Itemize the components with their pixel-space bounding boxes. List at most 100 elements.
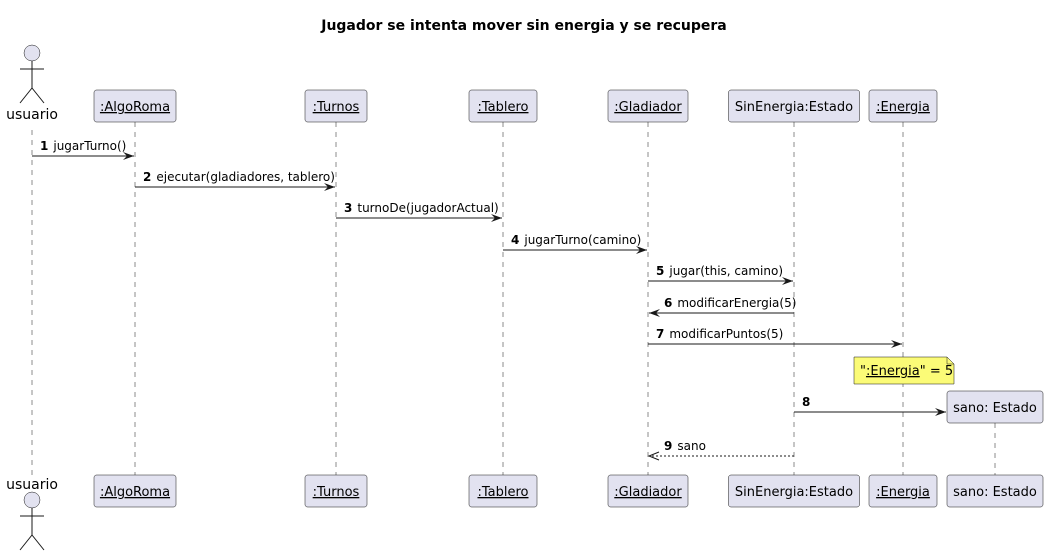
arrowhead — [123, 152, 134, 160]
arrowhead — [491, 214, 502, 222]
participant-algoroma: :AlgoRoma — [93, 474, 177, 508]
arrowhead — [782, 277, 793, 285]
participant-label: :Energia — [876, 100, 930, 115]
participant-label: :AlgoRoma — [100, 485, 170, 500]
message-number: 4 — [511, 233, 519, 247]
message-label: jugarTurno(camino) — [523, 233, 641, 247]
participant-box — [868, 89, 938, 123]
message-5: 5 jugar(this, camino) — [648, 264, 793, 285]
participant-label: sano: Estado — [953, 485, 1037, 500]
participant-box — [607, 474, 689, 508]
arrowhead — [324, 183, 335, 191]
participant-box — [304, 474, 368, 508]
participant-sano: sano: Estado — [946, 474, 1044, 508]
actor-body-line — [31, 534, 45, 551]
participant-label: sano: Estado — [953, 401, 1037, 416]
message-text: 3 turnoDe(jugadorActual) — [344, 201, 499, 215]
actor-body-line — [31, 87, 45, 104]
note: ":Energia" = 5 — [853, 356, 955, 385]
message-7: 7 modificarPuntos(5) — [648, 327, 902, 348]
message-label: turnoDe(jugadorActual) — [357, 201, 498, 215]
arrowhead — [636, 246, 647, 254]
arrowhead — [891, 340, 902, 348]
message-text: 9 sano — [664, 439, 706, 453]
arrowhead — [649, 309, 660, 317]
participant-box — [93, 89, 177, 123]
message-number: 3 — [344, 201, 352, 215]
participant-label: SinEnergia:Estado — [735, 485, 853, 500]
message-number: 6 — [664, 296, 672, 310]
message-text: 5 jugar(this, camino) — [656, 264, 783, 278]
message-text: 2 ejecutar(gladiadores, tablero) — [143, 170, 335, 184]
participant-turnos: :Turnos — [304, 89, 368, 123]
message-number: 2 — [143, 170, 151, 184]
participant-sano: sano: Estado — [946, 390, 1044, 424]
actor-body-line — [19, 87, 33, 104]
participant-energia: :Energia — [868, 89, 938, 123]
actor-label: usuario — [6, 477, 58, 493]
diagram-title: Jugador se intenta mover sin energia y s… — [320, 18, 727, 34]
participant-box — [728, 474, 860, 508]
message-label: ejecutar(gladiadores, tablero) — [156, 170, 335, 184]
message-8: 8 — [794, 395, 946, 416]
participant-label: :Tablero — [477, 100, 528, 115]
message-number: 1 — [40, 139, 48, 153]
participant-label: :Turnos — [313, 485, 360, 500]
message-number: 9 — [664, 439, 672, 453]
arrowhead — [935, 408, 946, 416]
message-text: 1 jugarTurno() — [40, 139, 126, 153]
participant-gladiador: :Gladiador — [607, 474, 689, 508]
message-9: 9 sano — [647, 439, 794, 461]
participant-sinenergia: SinEnergia:Estado — [728, 474, 860, 508]
participant-box — [946, 390, 1044, 424]
participant-energia: :Energia — [868, 474, 938, 508]
message-label: sano — [677, 439, 706, 453]
message-text: 6 modificarEnergia(5) — [664, 296, 796, 310]
participant-box — [946, 474, 1044, 508]
message-4: 4 jugarTurno(camino) — [503, 233, 647, 254]
message-label: modificarPuntos(5) — [669, 327, 783, 341]
participant-tablero: :Tablero — [468, 474, 538, 508]
message-3: 3 turnoDe(jugadorActual) — [336, 201, 502, 222]
participant-label: :Turnos — [313, 100, 360, 115]
message-2: 2 ejecutar(gladiadores, tablero) — [135, 170, 335, 191]
participant-box — [93, 474, 177, 508]
participant-turnos: :Turnos — [304, 474, 368, 508]
actor-usuario-top: usuario — [6, 44, 58, 123]
message-number: 7 — [656, 327, 664, 341]
actor-usuario-bottom: usuario — [6, 477, 58, 551]
participant-label: SinEnergia:Estado — [735, 100, 853, 115]
actor-head — [23, 44, 41, 62]
participant-sinenergia: SinEnergia:Estado — [728, 89, 860, 123]
actor-head — [23, 491, 41, 509]
note-fold — [946, 357, 954, 365]
note-text: ":Energia" = 5 — [860, 364, 953, 379]
note-box — [853, 356, 955, 385]
message-text: 4 jugarTurno(camino) — [511, 233, 641, 247]
participant-box — [868, 474, 938, 508]
message-number: 8 — [802, 395, 810, 409]
participant-box — [607, 89, 689, 123]
participant-label: :Energia — [876, 485, 930, 500]
message-number: 5 — [656, 264, 664, 278]
message-1: 1 jugarTurno() — [32, 139, 134, 160]
participant-algoroma: :AlgoRoma — [93, 89, 177, 123]
message-label: jugar(this, camino) — [668, 264, 783, 278]
participant-box — [728, 89, 860, 123]
participant-box — [468, 89, 538, 123]
participant-gladiador: :Gladiador — [607, 89, 689, 123]
actor-label: usuario — [6, 107, 58, 123]
participant-label: :Gladiador — [614, 485, 682, 500]
message-label: jugarTurno() — [52, 139, 126, 153]
participant-label: :Gladiador — [614, 100, 682, 115]
participant-label: :Tablero — [477, 485, 528, 500]
message-label: modificarEnergia(5) — [677, 296, 796, 310]
participant-label: :AlgoRoma — [100, 100, 170, 115]
message-text: 7 modificarPuntos(5) — [656, 327, 783, 341]
participant-box — [468, 474, 538, 508]
message-text: 8 — [802, 395, 810, 409]
participant-box — [304, 89, 368, 123]
arrowhead — [647, 451, 660, 461]
actor-body-line — [19, 534, 33, 551]
